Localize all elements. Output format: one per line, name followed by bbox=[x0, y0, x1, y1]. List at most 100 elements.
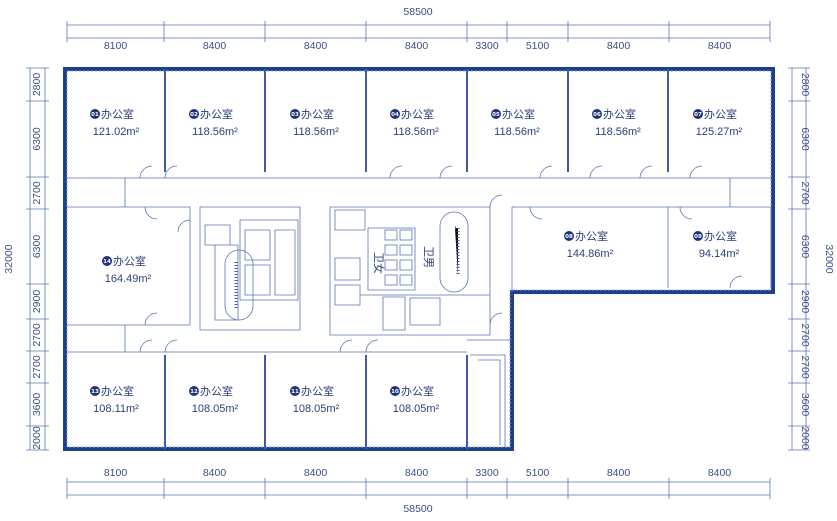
room-number-badge bbox=[390, 386, 400, 396]
bottom-dim-label: 8400 bbox=[203, 467, 227, 479]
top-dim-label: 8400 bbox=[405, 40, 429, 52]
room-area: 108.11m² bbox=[93, 403, 139, 415]
room-number-badge bbox=[491, 109, 501, 119]
room-number: 09 bbox=[694, 234, 702, 240]
left-dim-label: 6300 bbox=[31, 127, 43, 151]
room-name: 办公室 bbox=[113, 254, 146, 268]
room-area: 118.56m² bbox=[293, 126, 339, 138]
left-dim-label: 3600 bbox=[31, 393, 43, 417]
right-dim-label: 6300 bbox=[799, 235, 811, 259]
room-number: 14 bbox=[103, 259, 111, 265]
room-name: 办公室 bbox=[704, 229, 737, 243]
room-name: 办公室 bbox=[101, 107, 134, 121]
right-dim-label: 2000 bbox=[799, 426, 811, 450]
right-dim-label: 2700 bbox=[799, 355, 811, 379]
left-dim-label: 2700 bbox=[31, 323, 43, 347]
room-number: 06 bbox=[593, 112, 601, 118]
top-dim-label: 8400 bbox=[304, 40, 328, 52]
room-name: 办公室 bbox=[502, 107, 535, 121]
room-area: 108.05m² bbox=[393, 403, 440, 415]
left-dim-label: 2000 bbox=[31, 426, 43, 450]
room-name: 办公室 bbox=[301, 384, 334, 398]
room-number-badge bbox=[290, 386, 300, 396]
room-area: 144.86m² bbox=[567, 248, 614, 260]
room-number-badge bbox=[90, 386, 100, 396]
room-name: 办公室 bbox=[200, 107, 233, 121]
room-name: 办公室 bbox=[200, 384, 233, 398]
room-area: 108.05m² bbox=[192, 403, 239, 415]
toilet-female-label: 卫女 bbox=[372, 252, 386, 274]
room-area: 118.56m² bbox=[494, 126, 540, 138]
top-dim-label: 8100 bbox=[104, 40, 128, 52]
room-number-badge bbox=[102, 256, 112, 266]
room-number: 01 bbox=[91, 112, 99, 118]
room-area: 108.05m² bbox=[293, 403, 340, 415]
room-name: 办公室 bbox=[401, 384, 434, 398]
top-dim-label: 8400 bbox=[708, 40, 732, 52]
room-number-badge bbox=[693, 231, 703, 241]
room-number-badge bbox=[189, 109, 199, 119]
bottom-dim-label: 8400 bbox=[607, 467, 631, 479]
right-dim-label: 2900 bbox=[799, 290, 811, 314]
left-dim-label: 2900 bbox=[31, 290, 43, 314]
room-number: 02 bbox=[190, 112, 198, 118]
right-dim-label: 2700 bbox=[799, 181, 811, 205]
room-area: 125.27m² bbox=[696, 126, 743, 138]
bottom-dim-label: 8400 bbox=[304, 467, 328, 479]
room-number: 08 bbox=[565, 234, 573, 240]
room-number-badge bbox=[592, 109, 602, 119]
partitions bbox=[67, 69, 772, 449]
room-number-badge bbox=[189, 386, 199, 396]
top-dim-label: 8400 bbox=[607, 40, 631, 52]
room-name: 办公室 bbox=[603, 107, 636, 121]
bottom-dim-label: 3300 bbox=[475, 467, 499, 479]
top-dim-label: 3300 bbox=[475, 40, 499, 52]
room-number-badge bbox=[290, 109, 300, 119]
room-name: 办公室 bbox=[704, 107, 737, 121]
top-dim-label: 5100 bbox=[526, 40, 550, 52]
room-name: 办公室 bbox=[401, 107, 434, 121]
right-dim-label: 2700 bbox=[799, 323, 811, 347]
room-number: 12 bbox=[190, 389, 198, 395]
room-number: 04 bbox=[391, 112, 399, 118]
room-number: 10 bbox=[391, 389, 399, 395]
room-number: 07 bbox=[694, 112, 702, 118]
toilet-male-label: 卫男 bbox=[422, 246, 435, 268]
right-dim-label: 3600 bbox=[799, 393, 811, 417]
room-name: 办公室 bbox=[301, 107, 334, 121]
room-area: 164.49m² bbox=[105, 273, 152, 285]
top-dim-label: 8400 bbox=[203, 40, 227, 52]
room-number: 03 bbox=[291, 112, 299, 118]
room-name: 办公室 bbox=[101, 384, 134, 398]
left-dim-label: 2800 bbox=[31, 73, 43, 97]
total-width-bottom: 58500 bbox=[403, 503, 432, 515]
bottom-dim-label: 8400 bbox=[708, 467, 732, 479]
right-dim-label: 2800 bbox=[799, 73, 811, 97]
total-depth-left: 32000 bbox=[3, 244, 15, 273]
bottom-dim-label: 8400 bbox=[405, 467, 429, 479]
room-area: 118.56m² bbox=[393, 126, 439, 138]
room-area: 118.56m² bbox=[192, 126, 238, 138]
room-area: 121.02m² bbox=[93, 126, 140, 138]
left-dim-label: 2700 bbox=[31, 355, 43, 379]
bottom-dim-label: 5100 bbox=[526, 467, 550, 479]
room-number: 13 bbox=[91, 389, 99, 395]
room-area: 94.14m² bbox=[699, 248, 740, 260]
